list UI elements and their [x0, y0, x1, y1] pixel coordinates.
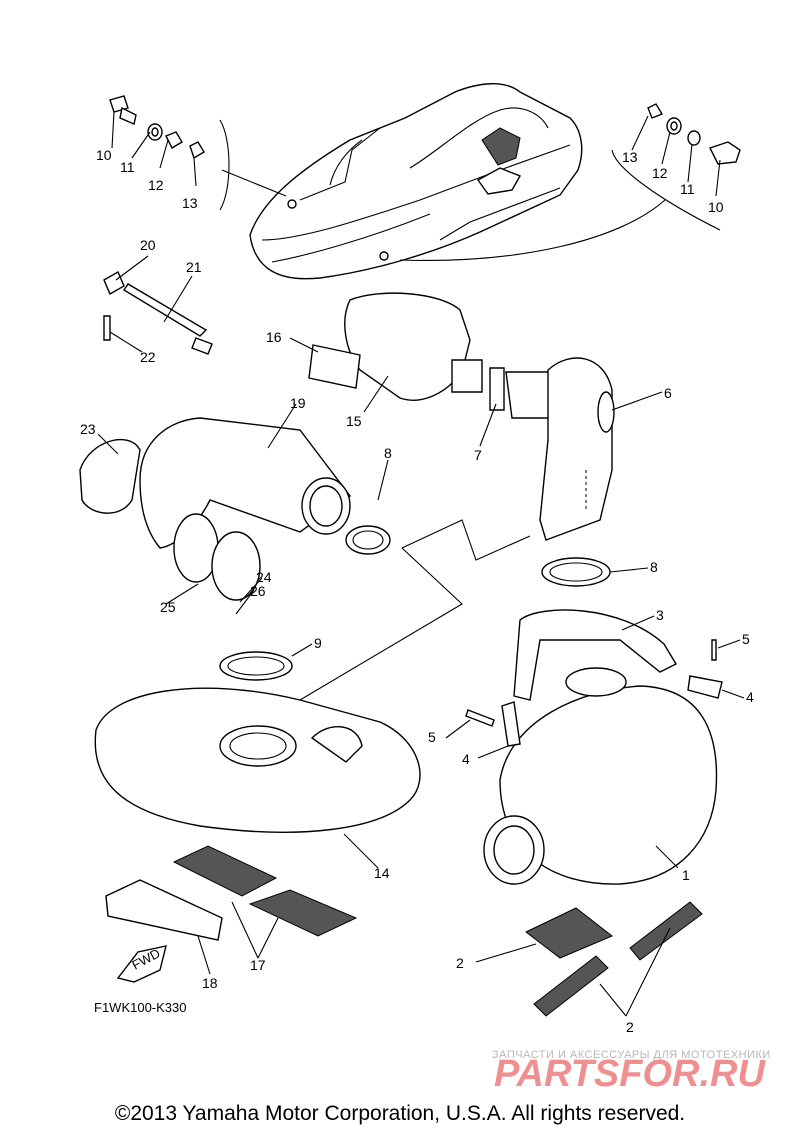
- callout-1: 1: [682, 867, 690, 883]
- callout-4-left: 4: [462, 751, 470, 767]
- callout-12-left: 12: [148, 177, 164, 193]
- callout-8-lower: 8: [650, 559, 658, 575]
- callout-14: 14: [374, 865, 390, 881]
- hose-clamp-9: [219, 651, 293, 681]
- callout-11-left: 11: [120, 159, 135, 175]
- callout-15: 15: [346, 413, 362, 429]
- pad-18: [105, 879, 223, 941]
- callout-2-bottom: 2: [626, 1019, 634, 1035]
- callout-4-right: 4: [746, 689, 754, 705]
- callout-18: 18: [202, 975, 218, 991]
- leader-lines: [97, 111, 745, 1017]
- callout-25: 25: [160, 599, 176, 615]
- screw-5-left: [465, 709, 495, 727]
- callout-13-right: 13: [622, 149, 638, 165]
- watercraft-illustration: [249, 83, 583, 280]
- callout-21: 21: [186, 259, 202, 275]
- callout-19: 19: [290, 395, 306, 411]
- watermark: ЗАПЧАСТИ И АКСЕССУАРЫ ДЛЯ МОТОТЕХНИКИ PA…: [492, 1049, 771, 1095]
- drain-plug-kit-left: [109, 95, 287, 211]
- watermark-tagline: ЗАПЧАСТИ И АКСЕССУАРЫ ДЛЯ МОТОТЕХНИКИ: [492, 1049, 771, 1061]
- callout-10-left: 10: [96, 147, 112, 163]
- intake-duct-15: [308, 292, 557, 419]
- callout-12-right: 12: [652, 165, 668, 181]
- callout-20: 20: [140, 237, 156, 253]
- fwd-arrow: FWD: [116, 945, 167, 983]
- callout-5-right: 5: [742, 631, 750, 647]
- callout-2-left: 2: [456, 955, 464, 971]
- callout-13-left: 13: [182, 195, 198, 211]
- callout-8-upper: 8: [384, 445, 392, 461]
- assembly-reference-line: [299, 519, 531, 701]
- intake-hose-6: [539, 357, 615, 541]
- callout-16: 16: [266, 329, 282, 345]
- callout-10-right: 10: [708, 199, 724, 215]
- callout-6: 6: [664, 385, 672, 401]
- callout-11-right: 11: [680, 181, 695, 197]
- resonator-1: [483, 609, 723, 885]
- callout-17: 17: [250, 957, 266, 973]
- callout-24: 24: [256, 569, 272, 585]
- duct-19: [79, 417, 351, 601]
- callout-7: 7: [474, 447, 482, 463]
- tank-14: [94, 687, 421, 833]
- pads-2: [525, 901, 703, 1017]
- callout-5-left: 5: [428, 729, 436, 745]
- copyright-notice: ©2013 Yamaha Motor Corporation, U.S.A. A…: [114, 1102, 686, 1125]
- hose-clamp-8-upper: [345, 525, 391, 555]
- hose-clamp-8-lower: [541, 557, 611, 587]
- callout-26: 26: [250, 583, 266, 599]
- callout-3: 3: [656, 607, 664, 623]
- callout-labels: 10 11 12 13 13 12 11 10 20 21 22 16 15 1…: [80, 147, 754, 1035]
- callout-23: 23: [80, 421, 96, 437]
- callout-22: 22: [140, 349, 156, 365]
- screw-5-right: [711, 639, 717, 661]
- drain-plug-kit-right: [399, 103, 741, 261]
- mat-17: [172, 845, 358, 937]
- diagram-code: F1WK100-K330: [94, 1000, 187, 1015]
- callout-9: 9: [314, 635, 322, 651]
- cable-tie-set: [103, 271, 213, 355]
- watermark-brand: PARTSFOR.RU: [494, 1053, 766, 1095]
